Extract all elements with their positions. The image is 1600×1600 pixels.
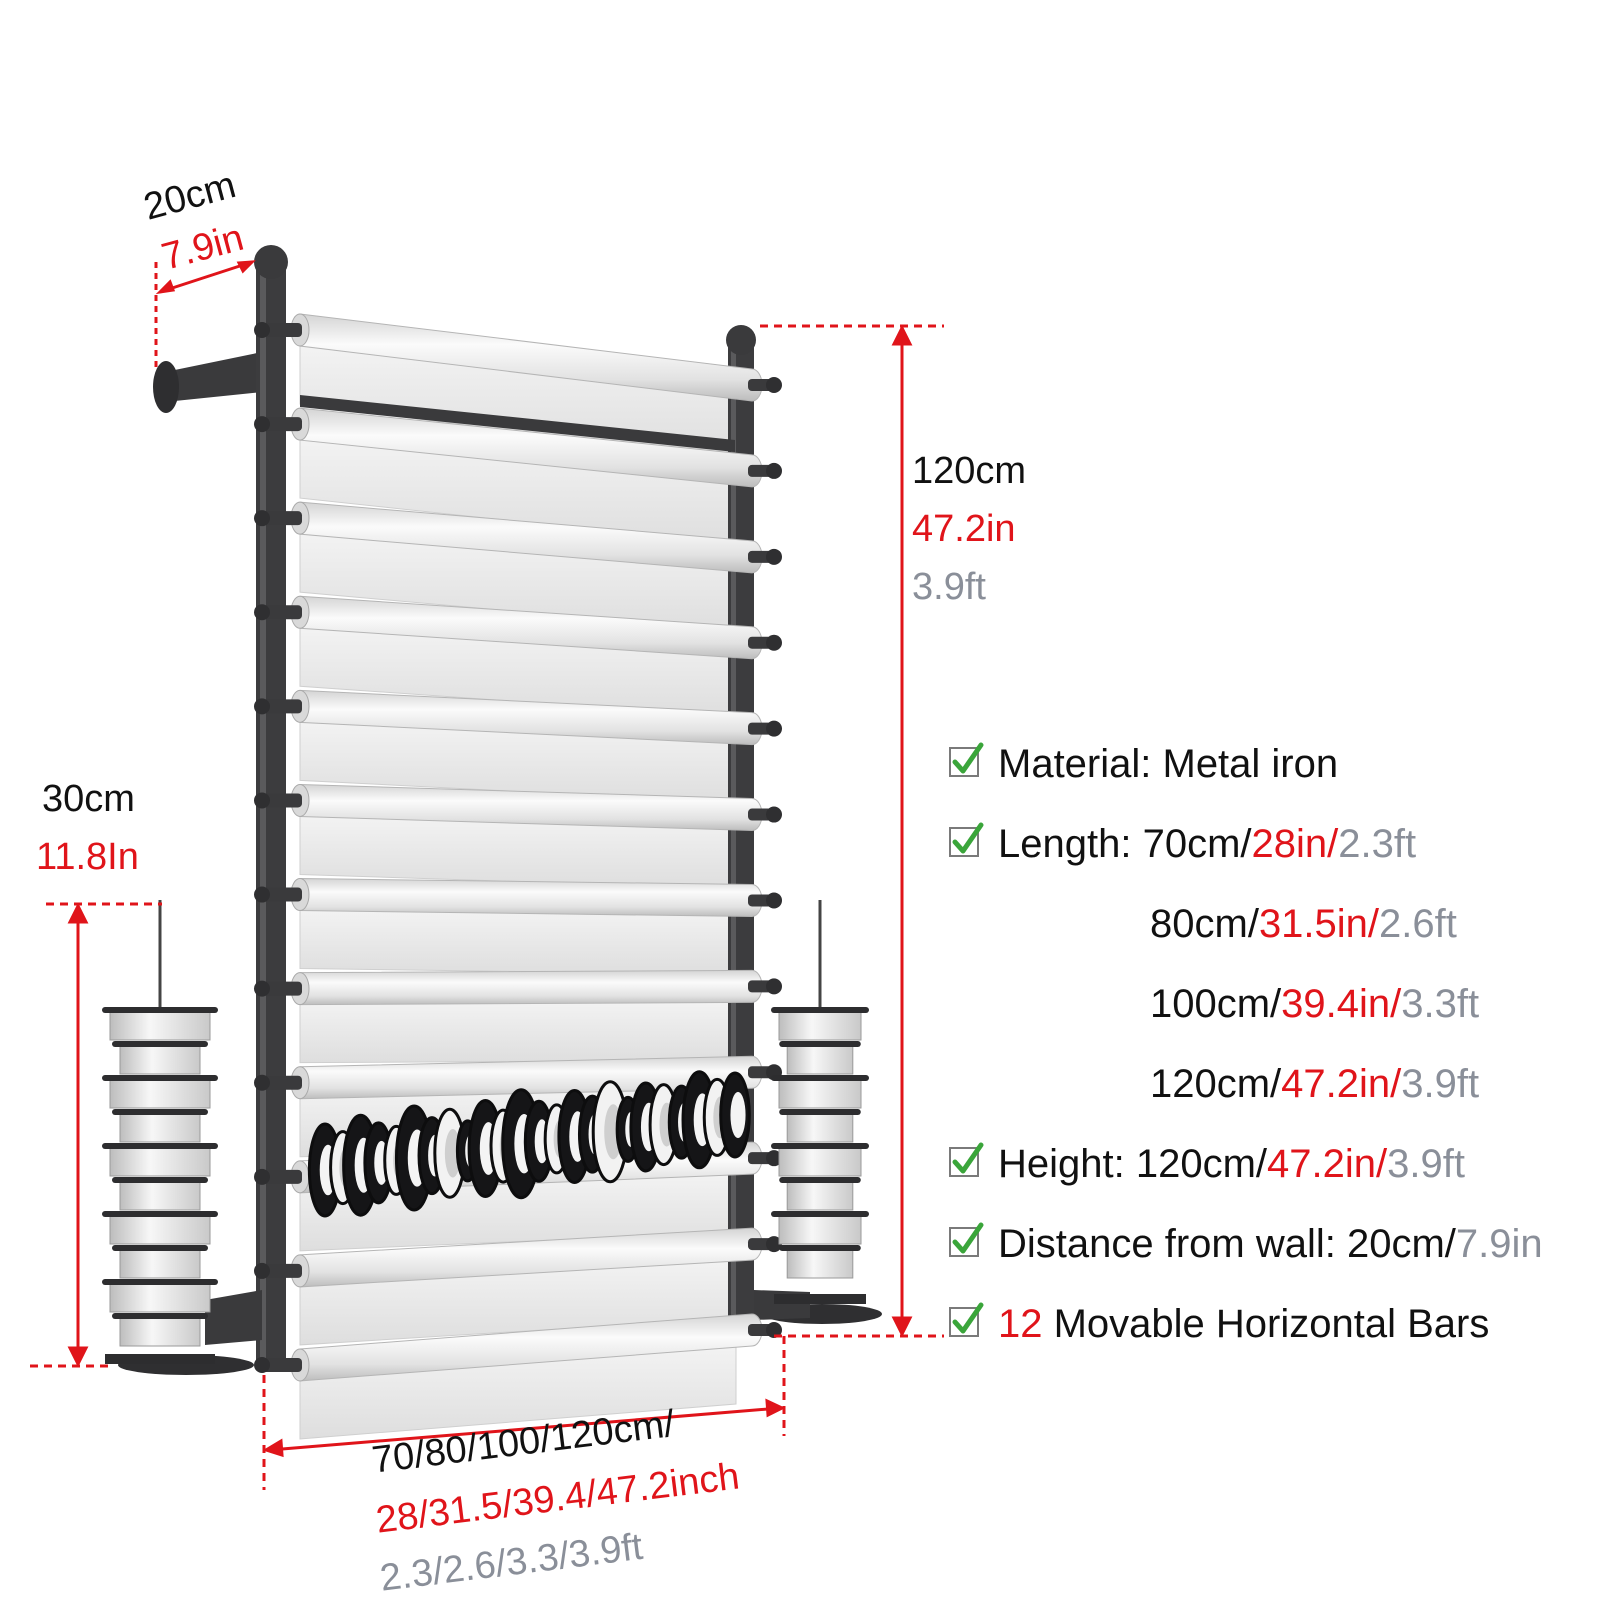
holder-spool — [119, 1043, 201, 1075]
horizontal-bar — [254, 313, 782, 402]
height-ft: 3.9ft — [1387, 1142, 1465, 1186]
length-in: 28in/ — [1251, 822, 1339, 866]
holder-spool — [109, 1281, 211, 1313]
spec-length-label: Length: — [998, 822, 1143, 866]
holder-spool — [778, 1213, 862, 1245]
bars-label: Movable Horizontal Bars — [1042, 1302, 1490, 1346]
holder-spool — [778, 1077, 862, 1109]
paper-sheet — [299, 908, 737, 975]
dimension-lines — [30, 260, 944, 1490]
length-cm: 80cm/ — [1150, 902, 1259, 946]
checkbox-checked-icon — [949, 1142, 984, 1177]
right-spool-holder — [771, 900, 869, 1304]
spec-length-option: 80cm/31.5in/2.6ft — [1150, 904, 1457, 944]
holder-spool — [786, 1247, 854, 1279]
spec-length: Length: 70cm/28in/2.3ft — [998, 824, 1416, 864]
horizontal-bar — [254, 1227, 782, 1288]
horizontal-bar — [254, 783, 782, 832]
checkbox-checked-icon — [949, 742, 984, 777]
checkbox-checked-icon — [949, 822, 984, 857]
length-ft: 2.3ft — [1338, 822, 1417, 866]
height-ft-label: 3.9ft — [912, 566, 986, 608]
spec-height: Height: 120cm/47.2in/3.9ft — [998, 1144, 1465, 1184]
holder-spool — [786, 1043, 854, 1075]
horizontal-bar — [254, 689, 782, 746]
distance-in: 7.9in — [1455, 1222, 1543, 1266]
length-cm: 100cm/ — [1150, 982, 1282, 1026]
height-in-label: 47.2in — [912, 508, 1016, 550]
horizontal-bar — [254, 878, 782, 917]
holder-spool — [109, 1213, 211, 1245]
holder-spool — [786, 1179, 854, 1211]
length-cm: 70cm/ — [1142, 822, 1252, 866]
holder-spool — [778, 1145, 862, 1177]
holder-spool — [109, 1145, 211, 1177]
height-cm-label: 120cm — [912, 450, 1027, 492]
holder-spool — [119, 1315, 201, 1347]
spec-distance-label: Distance from wall: 20cm/ — [998, 1222, 1456, 1266]
paper-sheet — [299, 999, 737, 1064]
holder-spool — [778, 1009, 862, 1041]
checkbox-checked-icon — [949, 1222, 984, 1257]
holder-spool — [109, 1077, 211, 1109]
spec-material: Material: Metal iron — [998, 742, 1339, 786]
spec-height-label: Height: 120cm/ — [998, 1142, 1268, 1186]
holder-spool — [119, 1179, 201, 1211]
horizontal-bar — [254, 595, 782, 660]
spec-distance: Distance from wall: 20cm/7.9in — [998, 1224, 1543, 1264]
holder-spool — [786, 1111, 854, 1143]
horizontal-bar — [254, 407, 782, 488]
length-in: 31.5in/ — [1258, 902, 1380, 946]
length-in: 47.2in/ — [1281, 1062, 1402, 1106]
spec-length-option: 100cm/39.4in/3.3ft — [1150, 984, 1479, 1024]
ribbon-spool-roll — [307, 1070, 751, 1218]
length-in: 39.4in/ — [1281, 982, 1402, 1026]
horizontal-bar — [254, 501, 782, 574]
length-ft: 3.9ft — [1401, 1062, 1480, 1106]
spec-length-option: 120cm/47.2in/3.9ft — [1150, 1064, 1479, 1104]
holder-in-label: 11.8In — [36, 836, 139, 878]
length-cm: 120cm/ — [1150, 1062, 1282, 1106]
checkbox-checked-icon — [949, 1302, 984, 1337]
top-ledge — [300, 395, 735, 452]
horizontal-bar — [254, 1313, 782, 1382]
left-spool-holder — [102, 900, 218, 1364]
length-ft: 3.3ft — [1401, 982, 1480, 1026]
holder-spool — [119, 1111, 201, 1143]
bars-count: 12 — [998, 1302, 1043, 1346]
horizontal-bar — [254, 969, 782, 1006]
spec-bars: 12 Movable Horizontal Bars — [998, 1304, 1489, 1344]
holder-spool — [109, 1009, 211, 1041]
horizontal-bars — [254, 313, 782, 1382]
holder-cm-label: 30cm — [42, 778, 135, 820]
holder-spool — [119, 1247, 201, 1279]
height-in: 47.2in/ — [1267, 1142, 1388, 1186]
length-ft: 2.6ft — [1379, 902, 1457, 946]
